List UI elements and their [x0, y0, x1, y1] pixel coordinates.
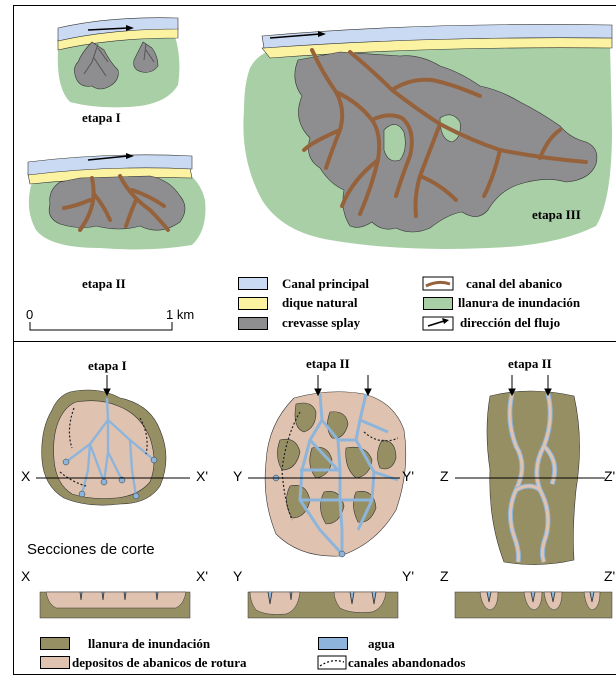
- legend-icon-canal-abanico: [423, 277, 453, 290]
- section-z-end: Z': [604, 468, 616, 484]
- legend-swatch-depositos: [40, 656, 70, 669]
- legend-icon-canales: [318, 656, 346, 669]
- plan-y-diagram: [265, 392, 406, 557]
- legend-llanura: llanura de inundación: [458, 295, 580, 311]
- cross-section-z: [455, 592, 612, 618]
- cross-z-end: Z': [604, 568, 616, 584]
- scale-end-label: 1 km: [166, 307, 194, 322]
- cross-y-end: Y': [402, 568, 414, 584]
- legend-swatch-agua: [318, 637, 348, 650]
- cross-z-start: Z: [440, 568, 449, 584]
- cross-y-start: Y: [233, 568, 242, 584]
- cross-section-x: [40, 592, 190, 618]
- stage3-label: etapa III: [532, 207, 581, 223]
- section-y-end: Y': [402, 468, 414, 484]
- legend-icon-flujo: [423, 317, 453, 330]
- stage2-bottom-label-b: etapa II: [508, 356, 552, 372]
- legend-swatch-dique: [238, 297, 268, 310]
- legend-flujo: dirección del flujo: [460, 315, 560, 331]
- cross-x-end: X': [196, 568, 208, 584]
- plan-x-diagram: [42, 390, 166, 505]
- legend-swatch-crevasse: [238, 317, 268, 330]
- legend-canales: canales abandonados: [348, 655, 465, 671]
- legend-canal-abanico: canal del abanico: [466, 276, 562, 292]
- legend-swatch-llanura-b: [40, 637, 70, 650]
- section-x-start: X: [21, 468, 30, 484]
- scale-start-label: 0: [26, 307, 33, 322]
- legend-swatch-canal-principal: [238, 277, 268, 290]
- section-y-start: Y: [233, 468, 242, 484]
- stage2-label: etapa II: [82, 276, 126, 292]
- legend-swatch-llanura: [423, 297, 453, 310]
- stage2-diagram: [28, 153, 205, 249]
- legend-depositos: depositos de abanicos de rotura: [72, 655, 247, 671]
- stage1-diagram: [58, 18, 180, 108]
- section-z-start: Z: [440, 468, 449, 484]
- legend-agua: agua: [368, 636, 395, 652]
- legend-llanura-b: llanura de inundación: [88, 636, 210, 652]
- legend-crevasse: crevasse splay: [282, 315, 360, 331]
- stage1-label: etapa I: [82, 110, 121, 126]
- scale-bar: [30, 322, 172, 330]
- stage1-bottom-label: etapa I: [88, 358, 127, 374]
- sections-title: Secciones de corte: [27, 541, 155, 558]
- legend-canal-principal: Canal principal: [282, 276, 369, 292]
- legend-dique: dique natural: [282, 295, 358, 311]
- cross-section-y: [248, 592, 398, 618]
- cross-x-start: X: [21, 568, 30, 584]
- section-x-end: X': [196, 468, 208, 484]
- stage2-bottom-label-a: etapa II: [306, 356, 350, 372]
